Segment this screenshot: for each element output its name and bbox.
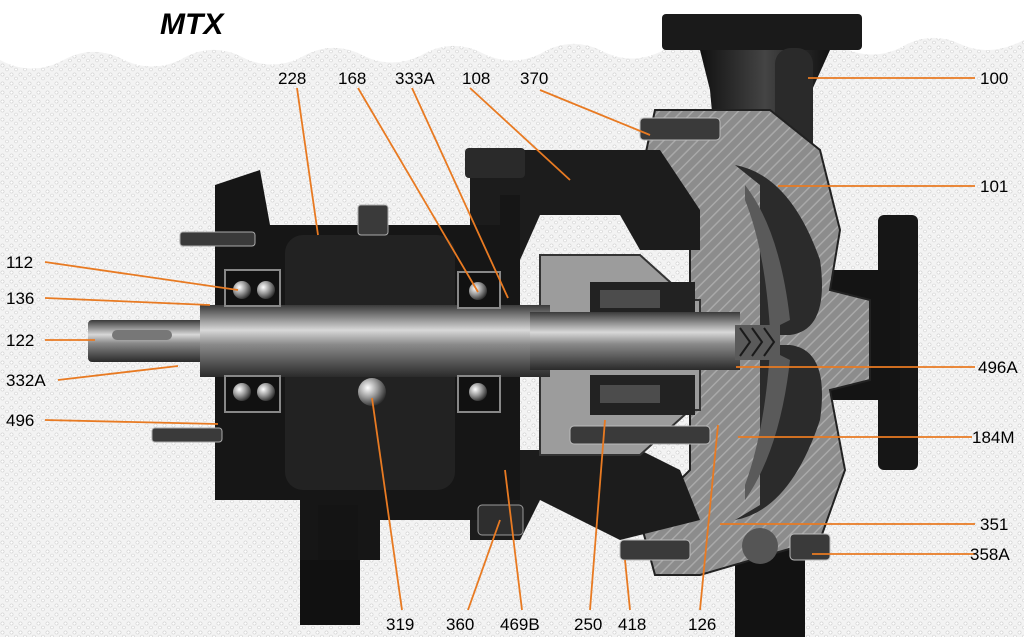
leader-136 xyxy=(44,297,211,306)
label-351: 351 xyxy=(980,515,1008,534)
label-100: 100 xyxy=(980,69,1008,88)
leader-496 xyxy=(44,419,219,425)
diagram-title: MTX xyxy=(160,8,225,41)
label-333A: 333A xyxy=(395,69,435,88)
leader-228 xyxy=(296,87,319,236)
label-122: 122 xyxy=(6,331,34,350)
part-labels: 228 168 333A 108 370 100 101 112 136 122… xyxy=(6,69,1018,634)
label-108: 108 xyxy=(462,69,490,88)
label-496A: 496A xyxy=(978,358,1018,377)
bolts xyxy=(151,117,831,564)
leader-108 xyxy=(469,87,571,181)
frame-adapter xyxy=(465,148,700,540)
label-469B: 469B xyxy=(500,615,540,634)
label-332A: 332A xyxy=(6,371,46,390)
label-496: 496 xyxy=(6,411,34,430)
leader-360 xyxy=(467,519,501,611)
leader-126 xyxy=(699,424,719,611)
label-184M: 184M xyxy=(972,428,1015,447)
shaft xyxy=(88,305,780,377)
leader-lines xyxy=(44,77,975,611)
leader-332A xyxy=(57,365,179,381)
label-136: 136 xyxy=(6,289,34,308)
leader-469B xyxy=(504,469,523,611)
label-250: 250 xyxy=(574,615,602,634)
leader-418 xyxy=(624,559,631,611)
label-228: 228 xyxy=(278,69,306,88)
leader-112 xyxy=(44,261,239,291)
label-360: 360 xyxy=(446,615,474,634)
leader-319 xyxy=(371,397,403,611)
label-418: 418 xyxy=(618,615,646,634)
label-370: 370 xyxy=(520,69,548,88)
leader-168 xyxy=(357,87,479,293)
leader-333A xyxy=(411,87,509,299)
label-319: 319 xyxy=(386,615,414,634)
label-358A: 358A xyxy=(970,545,1010,564)
leader-370 xyxy=(539,89,651,136)
label-126: 126 xyxy=(688,615,716,634)
label-101: 101 xyxy=(980,177,1008,196)
label-112: 112 xyxy=(6,253,33,272)
leader-250 xyxy=(589,419,606,611)
label-168: 168 xyxy=(338,69,366,88)
